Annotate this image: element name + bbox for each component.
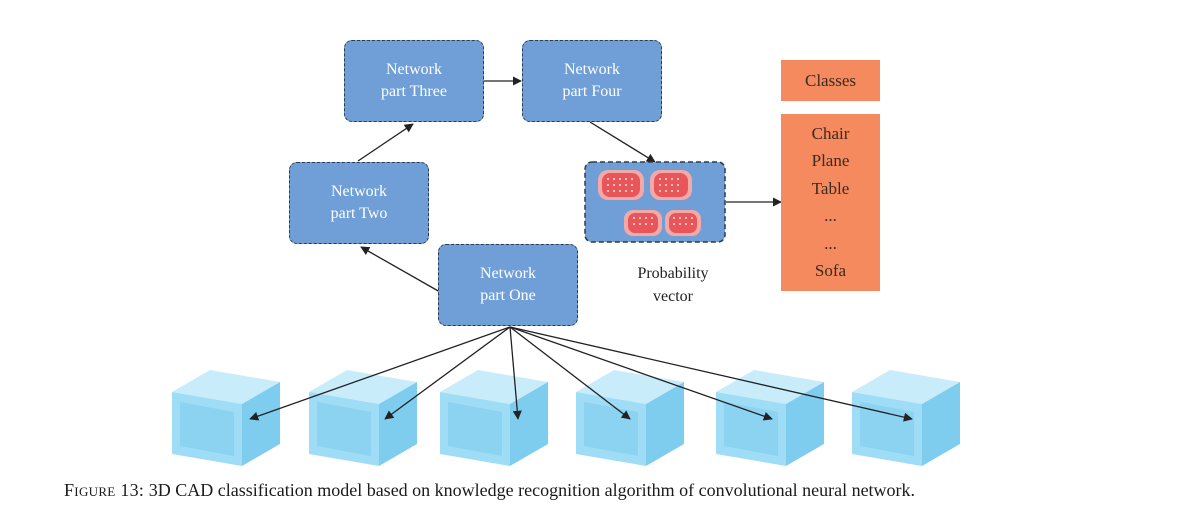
probability-dots — [607, 178, 693, 225]
network-part-three: Network part Three — [344, 40, 484, 122]
arrow-one-to-cube4 — [509, 326, 631, 420]
arrow-one-to-cube5 — [509, 326, 773, 421]
cube-icon — [576, 370, 684, 466]
arrow-two-to-three — [357, 123, 414, 162]
node-label-line2: part Three — [381, 83, 447, 100]
node-label-line1: Network — [564, 61, 620, 78]
probability-vector — [584, 161, 726, 243]
probability-label-line1: Probability — [637, 265, 709, 282]
network-part-one: Network part One — [438, 244, 578, 326]
arrow-one-to-cube3 — [509, 326, 522, 420]
node-label-line2: part Four — [562, 83, 622, 100]
class-item: ... — [824, 206, 837, 226]
class-item: Table — [811, 178, 850, 198]
cube-icon — [172, 370, 280, 466]
class-item: Sofa — [814, 261, 847, 281]
cube-icon — [440, 370, 548, 466]
probability-cell — [624, 210, 662, 236]
arrow-one-to-cube1 — [249, 326, 511, 421]
arrow-one-to-two — [360, 246, 441, 293]
class-item: ... — [824, 233, 837, 253]
network-part-four: Network part Four — [522, 40, 662, 122]
arrows — [249, 76, 913, 422]
class-item: Plane — [811, 151, 850, 171]
figure-caption: Figure 13: 3D CAD classification model b… — [64, 480, 915, 501]
arrow-one-to-cube6 — [509, 326, 913, 422]
node-label-line1: Network — [386, 61, 442, 78]
node-label-line1: Network — [480, 265, 536, 282]
probability-cell — [665, 210, 701, 236]
cube-icon — [309, 370, 417, 466]
probability-vector-label: Probability vector — [612, 262, 734, 308]
class-item: Chair — [811, 123, 850, 143]
caption-text: 3D CAD classification model based on kno… — [148, 480, 916, 500]
classes-header: Classes — [781, 60, 880, 101]
input-cubes — [172, 370, 960, 466]
arrow-four-to-vector — [589, 121, 656, 163]
figure-number: Figure 13: — [64, 480, 145, 500]
classes-list: Chair Plane Table ... ... Sofa — [781, 114, 880, 291]
probability-label-line2: vector — [653, 288, 693, 305]
node-label-line1: Network — [331, 183, 387, 200]
arrow-one-to-cube2 — [384, 326, 511, 420]
classes-header-label: Classes — [805, 71, 856, 90]
cube-icon — [852, 370, 960, 466]
network-part-two: Network part Two — [289, 162, 429, 244]
node-label-line2: part Two — [330, 205, 388, 222]
node-label-line2: part One — [480, 287, 536, 304]
